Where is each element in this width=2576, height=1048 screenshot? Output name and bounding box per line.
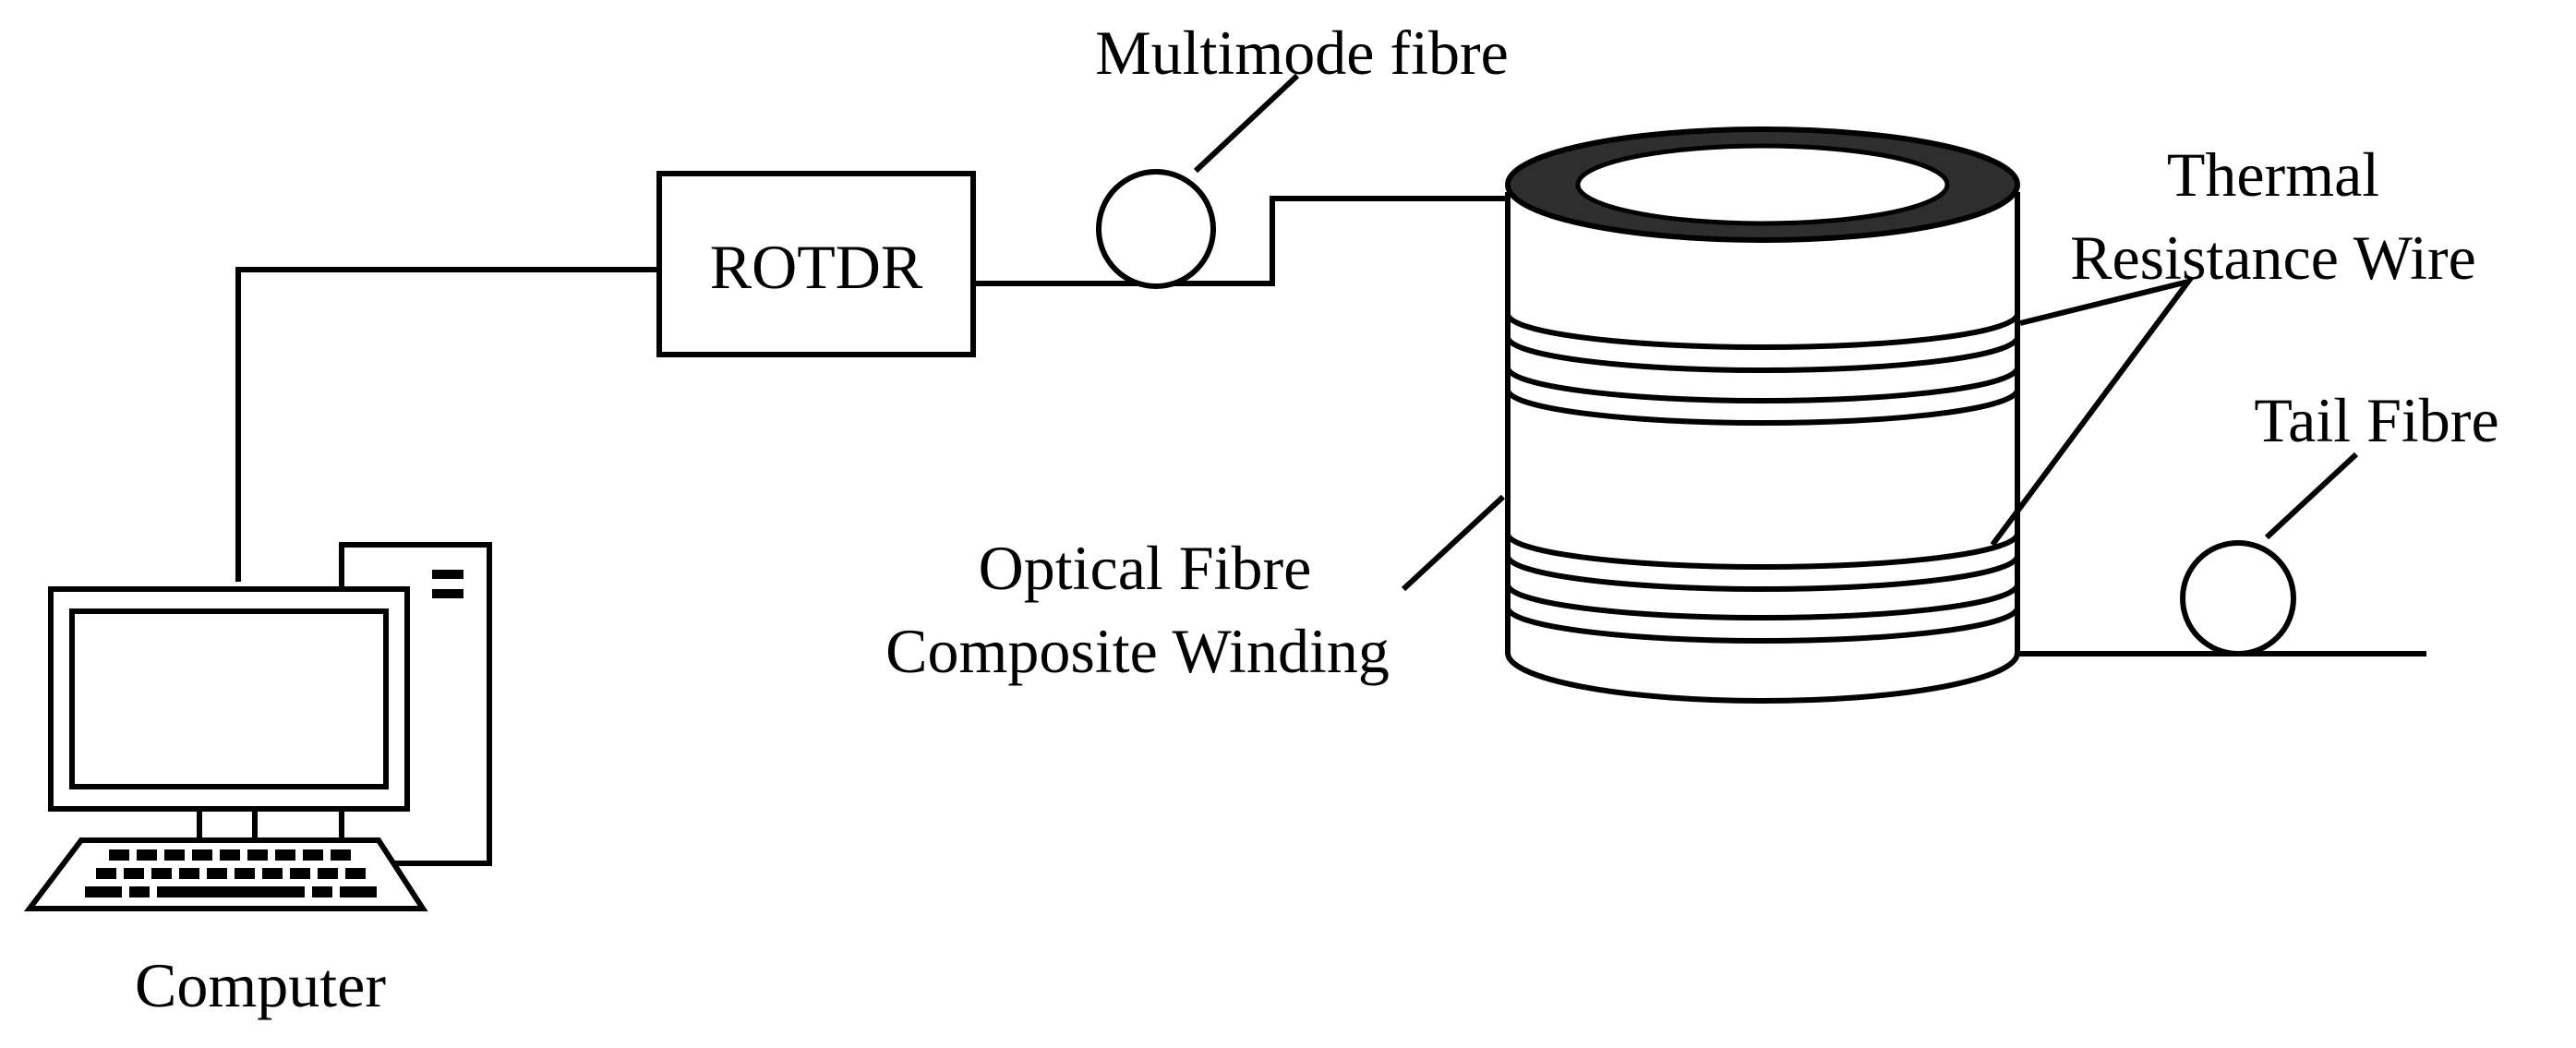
lower-band-4 bbox=[1505, 607, 2020, 644]
lower-band-2 bbox=[1505, 555, 2020, 592]
upper-band-2 bbox=[1505, 336, 2020, 373]
rotdr-box: ROTDR bbox=[656, 171, 976, 357]
optical-label-line1: Optical Fibre bbox=[979, 533, 1312, 603]
computer-label: Computer bbox=[135, 950, 386, 1020]
thermal-label-line2: Resistance Wire bbox=[2070, 223, 2476, 293]
upper-band-4 bbox=[1505, 389, 2020, 426]
optical-leader-line bbox=[1401, 494, 1506, 592]
multimode-label: Multimode fibre bbox=[1095, 18, 1509, 88]
rotdr-winding-fibre bbox=[973, 196, 1511, 286]
desktop-computer-icon bbox=[23, 542, 492, 911]
keyboard-keys bbox=[85, 849, 377, 897]
rotdr-label: ROTDR bbox=[710, 232, 923, 302]
thermal-label-line1: Thermal bbox=[2167, 139, 2379, 210]
upper-band-1 bbox=[1505, 313, 2020, 350]
computer-rotdr-cable bbox=[235, 267, 657, 582]
tail-label: Tail Fibre bbox=[2254, 385, 2498, 455]
lower-band-1 bbox=[1505, 533, 2020, 570]
multimode-leader-line bbox=[1193, 73, 1300, 174]
cylindrical-winding-icon bbox=[1505, 126, 2020, 704]
tail-leader-line bbox=[2264, 452, 2359, 540]
lower-band-3 bbox=[1505, 584, 2020, 620]
tail-fibre-coil-icon bbox=[2180, 540, 2296, 657]
multimode-fibre-coil-icon bbox=[1096, 169, 1216, 289]
thermal-leader-line bbox=[1990, 277, 2196, 547]
optical-label-line2: Composite Winding bbox=[885, 616, 1390, 686]
upper-band-3 bbox=[1505, 367, 2020, 404]
